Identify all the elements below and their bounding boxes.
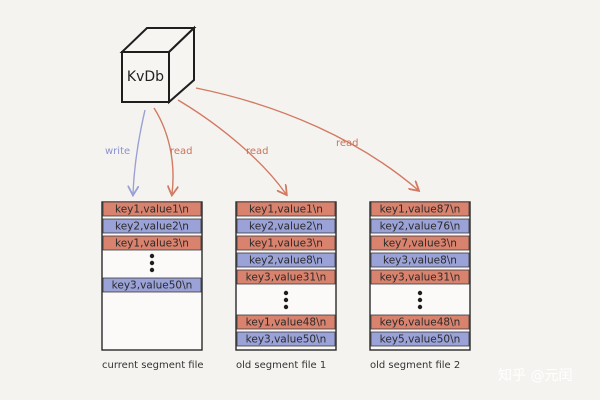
record-row xyxy=(370,269,470,285)
record-text: key2,value76\n xyxy=(380,221,461,233)
read-arrow-3-label: read xyxy=(336,138,359,149)
record-row xyxy=(370,331,470,347)
kvdb-cube: KvDb xyxy=(119,25,197,105)
ellipsis-dot xyxy=(417,304,423,310)
write-arrow-label: write xyxy=(105,146,130,157)
record-text: key3,value50\n xyxy=(246,334,327,346)
ellipsis-dot xyxy=(417,290,423,296)
segment-file-3: key1,value87\n key2,value76\n key7,value3\… xyxy=(369,201,471,371)
ellipsis-dot xyxy=(283,304,289,310)
watermark: 知乎 @元闰 xyxy=(498,367,572,384)
record-text: key3,value31\n xyxy=(380,272,461,284)
record-row xyxy=(102,277,202,293)
record-row xyxy=(236,201,336,217)
record-text: key1,value48\n xyxy=(246,317,327,329)
read-arrow-3 xyxy=(195,87,418,190)
kvdb-label: KvDb xyxy=(127,69,164,85)
record-row xyxy=(236,331,336,347)
ellipsis-dot xyxy=(149,253,155,259)
segment-file-caption: old segment file 1 xyxy=(236,360,326,371)
record-text: key1,value87\n xyxy=(380,204,461,216)
record-row xyxy=(102,201,202,217)
read-arrow-1-label: read xyxy=(170,146,193,157)
ellipsis-dot xyxy=(283,297,289,303)
record-row xyxy=(370,201,470,217)
read-arrow-2-label: read xyxy=(246,146,269,157)
cube-front-face xyxy=(121,51,170,103)
ellipsis-dot xyxy=(149,260,155,266)
record-row xyxy=(236,269,336,285)
arrows: write read read read xyxy=(105,87,418,194)
ellipsis-dot xyxy=(149,267,155,273)
record-text: key3,value31\n xyxy=(246,272,327,284)
record-row xyxy=(236,314,336,330)
segment-file-2: key1,value1\n key2,value2\n key1,value3\n k… xyxy=(235,201,337,371)
record-row xyxy=(370,218,470,234)
record-text: key2,value2\n xyxy=(115,221,189,233)
record-row xyxy=(236,218,336,234)
segment-file-1: key1,value1\n key2,value2\n key1,value3\n k… xyxy=(101,201,204,371)
read-arrow-1 xyxy=(153,107,173,194)
ellipsis-dot xyxy=(417,297,423,303)
record-row xyxy=(102,235,202,251)
segment-file-caption: old segment file 2 xyxy=(370,360,460,371)
record-row xyxy=(370,314,470,330)
record-text: key1,value1\n xyxy=(249,204,323,216)
record-text: key6,value48\n xyxy=(380,317,461,329)
record-text: key3,value50\n xyxy=(112,280,193,292)
record-text: key1,value3\n xyxy=(249,238,323,250)
record-row xyxy=(370,252,470,268)
record-text: key7,value3\n xyxy=(383,238,457,250)
write-arrow xyxy=(133,109,146,194)
record-text: key2,value2\n xyxy=(249,221,323,233)
record-text: key1,value1\n xyxy=(115,204,189,216)
read-arrow-2 xyxy=(177,99,286,194)
record-text: key5,value50\n xyxy=(380,334,461,346)
record-row xyxy=(236,252,336,268)
record-text: key1,value3\n xyxy=(115,238,189,250)
segment-file-caption: current segment file xyxy=(102,360,204,371)
ellipsis-dot xyxy=(283,290,289,296)
record-text: key3,value8\n xyxy=(383,255,457,267)
record-row xyxy=(370,235,470,251)
record-row xyxy=(236,235,336,251)
record-text: key2,value8\n xyxy=(249,255,323,267)
segment-files: key1,value1\n key2,value2\n key1,value3\n k… xyxy=(101,201,471,371)
record-row xyxy=(102,218,202,234)
